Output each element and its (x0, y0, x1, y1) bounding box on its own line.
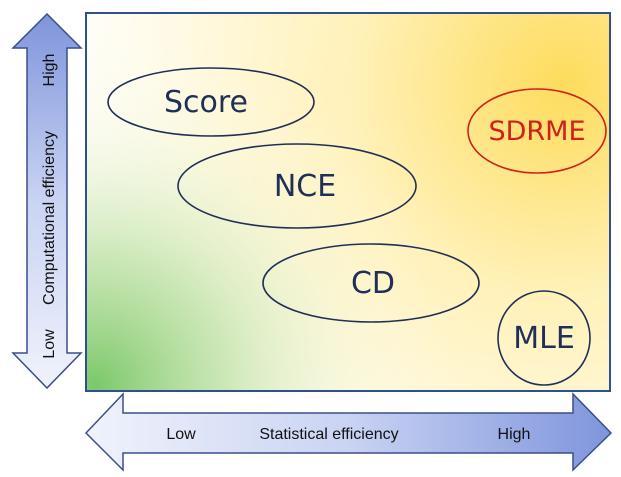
method-mle-label: MLE (513, 321, 575, 356)
y-axis-high-label: High (41, 54, 58, 87)
method-cd: CD (262, 243, 480, 323)
y-axis-title: Computational efficiency (41, 131, 58, 305)
method-sdrme: SDRME (467, 88, 607, 174)
y-axis-arrow: High Computational efficiency Low (11, 12, 83, 390)
x-axis-high-label: High (498, 426, 531, 443)
panel-border (85, 12, 611, 392)
method-nce: NCE (177, 143, 417, 229)
method-nce-label: NCE (274, 169, 336, 204)
method-score: Score (107, 67, 315, 137)
x-axis-arrow: Low Statistical efficiency High (84, 392, 613, 472)
method-mle: MLE (497, 290, 591, 386)
method-sdrme-label: SDRME (488, 116, 585, 147)
y-axis-low-label: Low (41, 329, 58, 359)
panel (85, 12, 611, 392)
x-axis-title: Statistical efficiency (259, 426, 398, 443)
x-axis-low-label: Low (166, 426, 196, 443)
method-score-label: Score (164, 85, 248, 120)
method-cd-label: CD (351, 266, 395, 301)
